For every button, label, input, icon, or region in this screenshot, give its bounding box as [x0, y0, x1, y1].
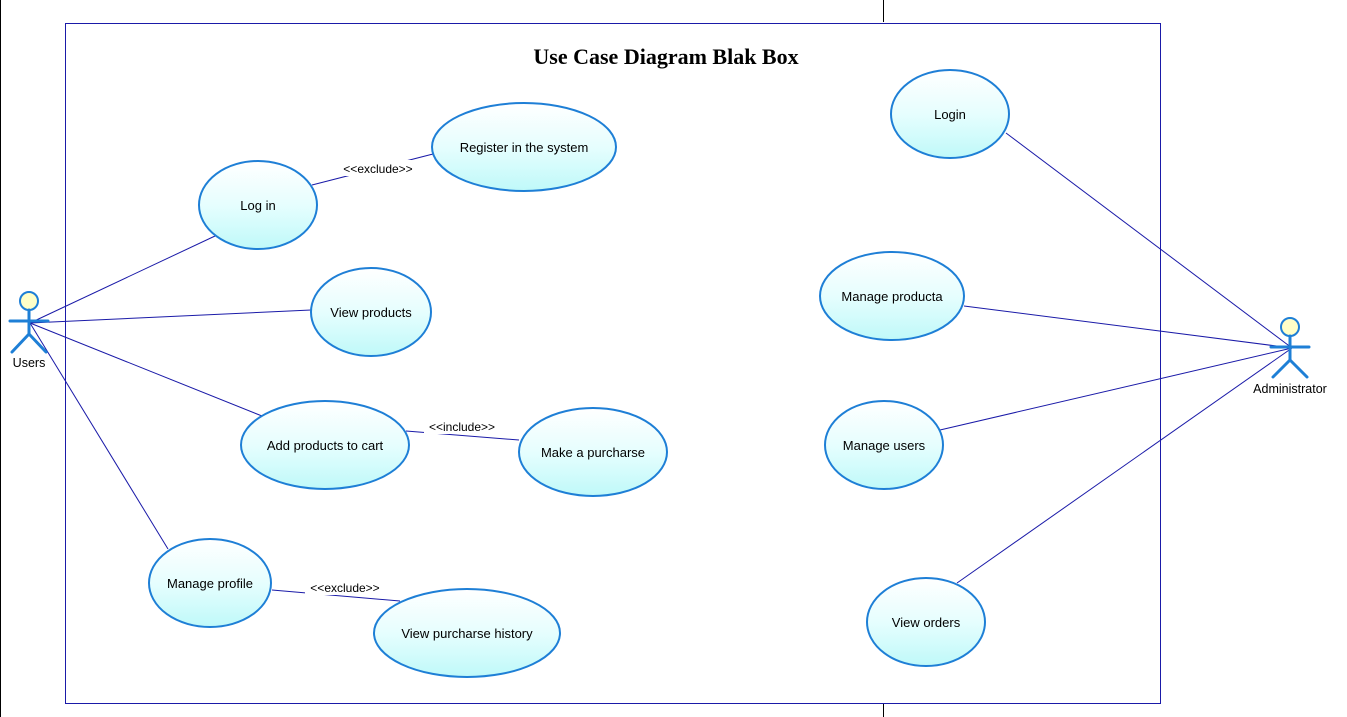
- usecase-log-in-label: Log in: [240, 198, 275, 213]
- usecase-admin-login[interactable]: [890, 69, 1010, 159]
- usecase-view-history[interactable]: [373, 588, 561, 678]
- stereo-bg: [305, 579, 385, 595]
- usecase-manage-products[interactable]: [819, 251, 965, 341]
- stereo-bg: [338, 160, 418, 176]
- assoc-admin-manage-products[interactable]: [963, 305, 1293, 349]
- assoc-admin-manage-users[interactable]: [939, 347, 1293, 431]
- actor-users[interactable]: [8, 291, 50, 354]
- usecase-add-to-cart-label: Add products to cart: [267, 438, 384, 453]
- actor-administrator[interactable]: [1269, 317, 1311, 379]
- usecase-manage-profile-label: Manage profile: [167, 576, 253, 591]
- stereotype-include-cart: <<include>>: [429, 420, 495, 434]
- usecase-register-label: Register in the system: [460, 140, 589, 155]
- assoc-admin-view-orders[interactable]: [956, 347, 1293, 584]
- assoc-users-manage-profile[interactable]: [29, 322, 169, 550]
- actor-users-head: [19, 291, 39, 311]
- assoc-users-add-to-cart[interactable]: [29, 322, 263, 417]
- usecase-make-purchase-label: Make a purcharse: [541, 445, 645, 460]
- relation-profile-history[interactable]: [271, 589, 401, 602]
- usecase-view-products[interactable]: [310, 267, 432, 357]
- usecase-add-to-cart[interactable]: [240, 400, 410, 490]
- stereo-bg: [424, 418, 500, 434]
- assoc-admin-login[interactable]: [1005, 132, 1293, 349]
- usecase-manage-users[interactable]: [824, 400, 944, 490]
- assoc-users-login[interactable]: [29, 235, 216, 324]
- actor-users-leg-left: [10, 332, 31, 354]
- usecase-make-purchase[interactable]: [518, 407, 668, 497]
- actor-users-label: Users: [13, 356, 46, 370]
- usecase-view-orders[interactable]: [866, 577, 986, 667]
- diagram-title: Use Case Diagram Blak Box: [533, 44, 798, 69]
- usecase-view-history-label: View purcharse history: [401, 626, 533, 641]
- actor-users-leg-right: [27, 332, 48, 354]
- usecase-view-products-label: View products: [330, 305, 412, 320]
- stereotype-exclude-login: <<exclude>>: [343, 162, 412, 176]
- usecase-log-in[interactable]: [198, 160, 318, 250]
- usecase-register[interactable]: [431, 102, 617, 192]
- system-boundary[interactable]: [65, 23, 1161, 704]
- assoc-users-view-products[interactable]: [29, 309, 312, 324]
- usecase-manage-users-label: Manage users: [843, 438, 926, 453]
- usecase-view-orders-label: View orders: [892, 615, 961, 630]
- actor-admin-leg-right: [1288, 358, 1309, 379]
- usecase-admin-login-label: Login: [934, 107, 966, 122]
- stereotype-exclude-profile: <<exclude>>: [310, 581, 379, 595]
- actor-admin-leg-left: [1271, 358, 1292, 379]
- actor-administrator-label: Administrator: [1253, 382, 1327, 396]
- usecase-manage-products-label: Manage producta: [841, 289, 943, 304]
- usecase-manage-profile[interactable]: [148, 538, 272, 628]
- actor-admin-head: [1280, 317, 1300, 337]
